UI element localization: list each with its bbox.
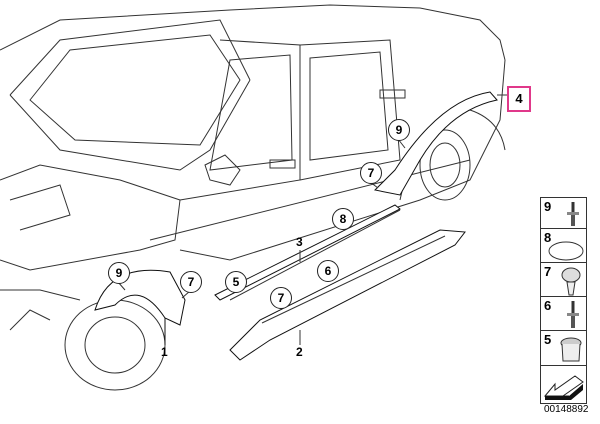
callout-7-sill: 7 [270, 287, 292, 309]
callout-7-rear: 7 [360, 162, 382, 184]
part-group-label[interactable]: 4 [507, 86, 531, 112]
callout-5: 5 [225, 271, 247, 293]
label-2: 2 [296, 345, 303, 359]
label-3: 3 [296, 235, 303, 249]
label-1: 1 [161, 345, 168, 359]
callout-9-front: 9 [108, 262, 130, 284]
arrow-icon [543, 375, 584, 400]
navigate-arrow-button[interactable] [540, 365, 587, 404]
screw-stud-icon [567, 202, 579, 226]
callout-7-front: 7 [180, 271, 202, 293]
push-clip-icon [561, 267, 581, 296]
document-number: 00148892 [544, 404, 589, 415]
callout-6: 6 [317, 260, 339, 282]
legend-item-9[interactable]: 9 [540, 197, 587, 230]
screw-stud-icon [567, 301, 579, 328]
callout-8: 8 [332, 208, 354, 230]
legend-item-5[interactable]: 5 [540, 330, 587, 367]
legend-item-8[interactable]: 8 [540, 228, 587, 264]
legend-item-6[interactable]: 6 [540, 296, 587, 332]
oval-pad-icon [548, 241, 584, 261]
grommet-icon [560, 337, 582, 362]
callout-9-rear: 9 [388, 119, 410, 141]
legend-item-7[interactable]: 7 [540, 262, 587, 298]
